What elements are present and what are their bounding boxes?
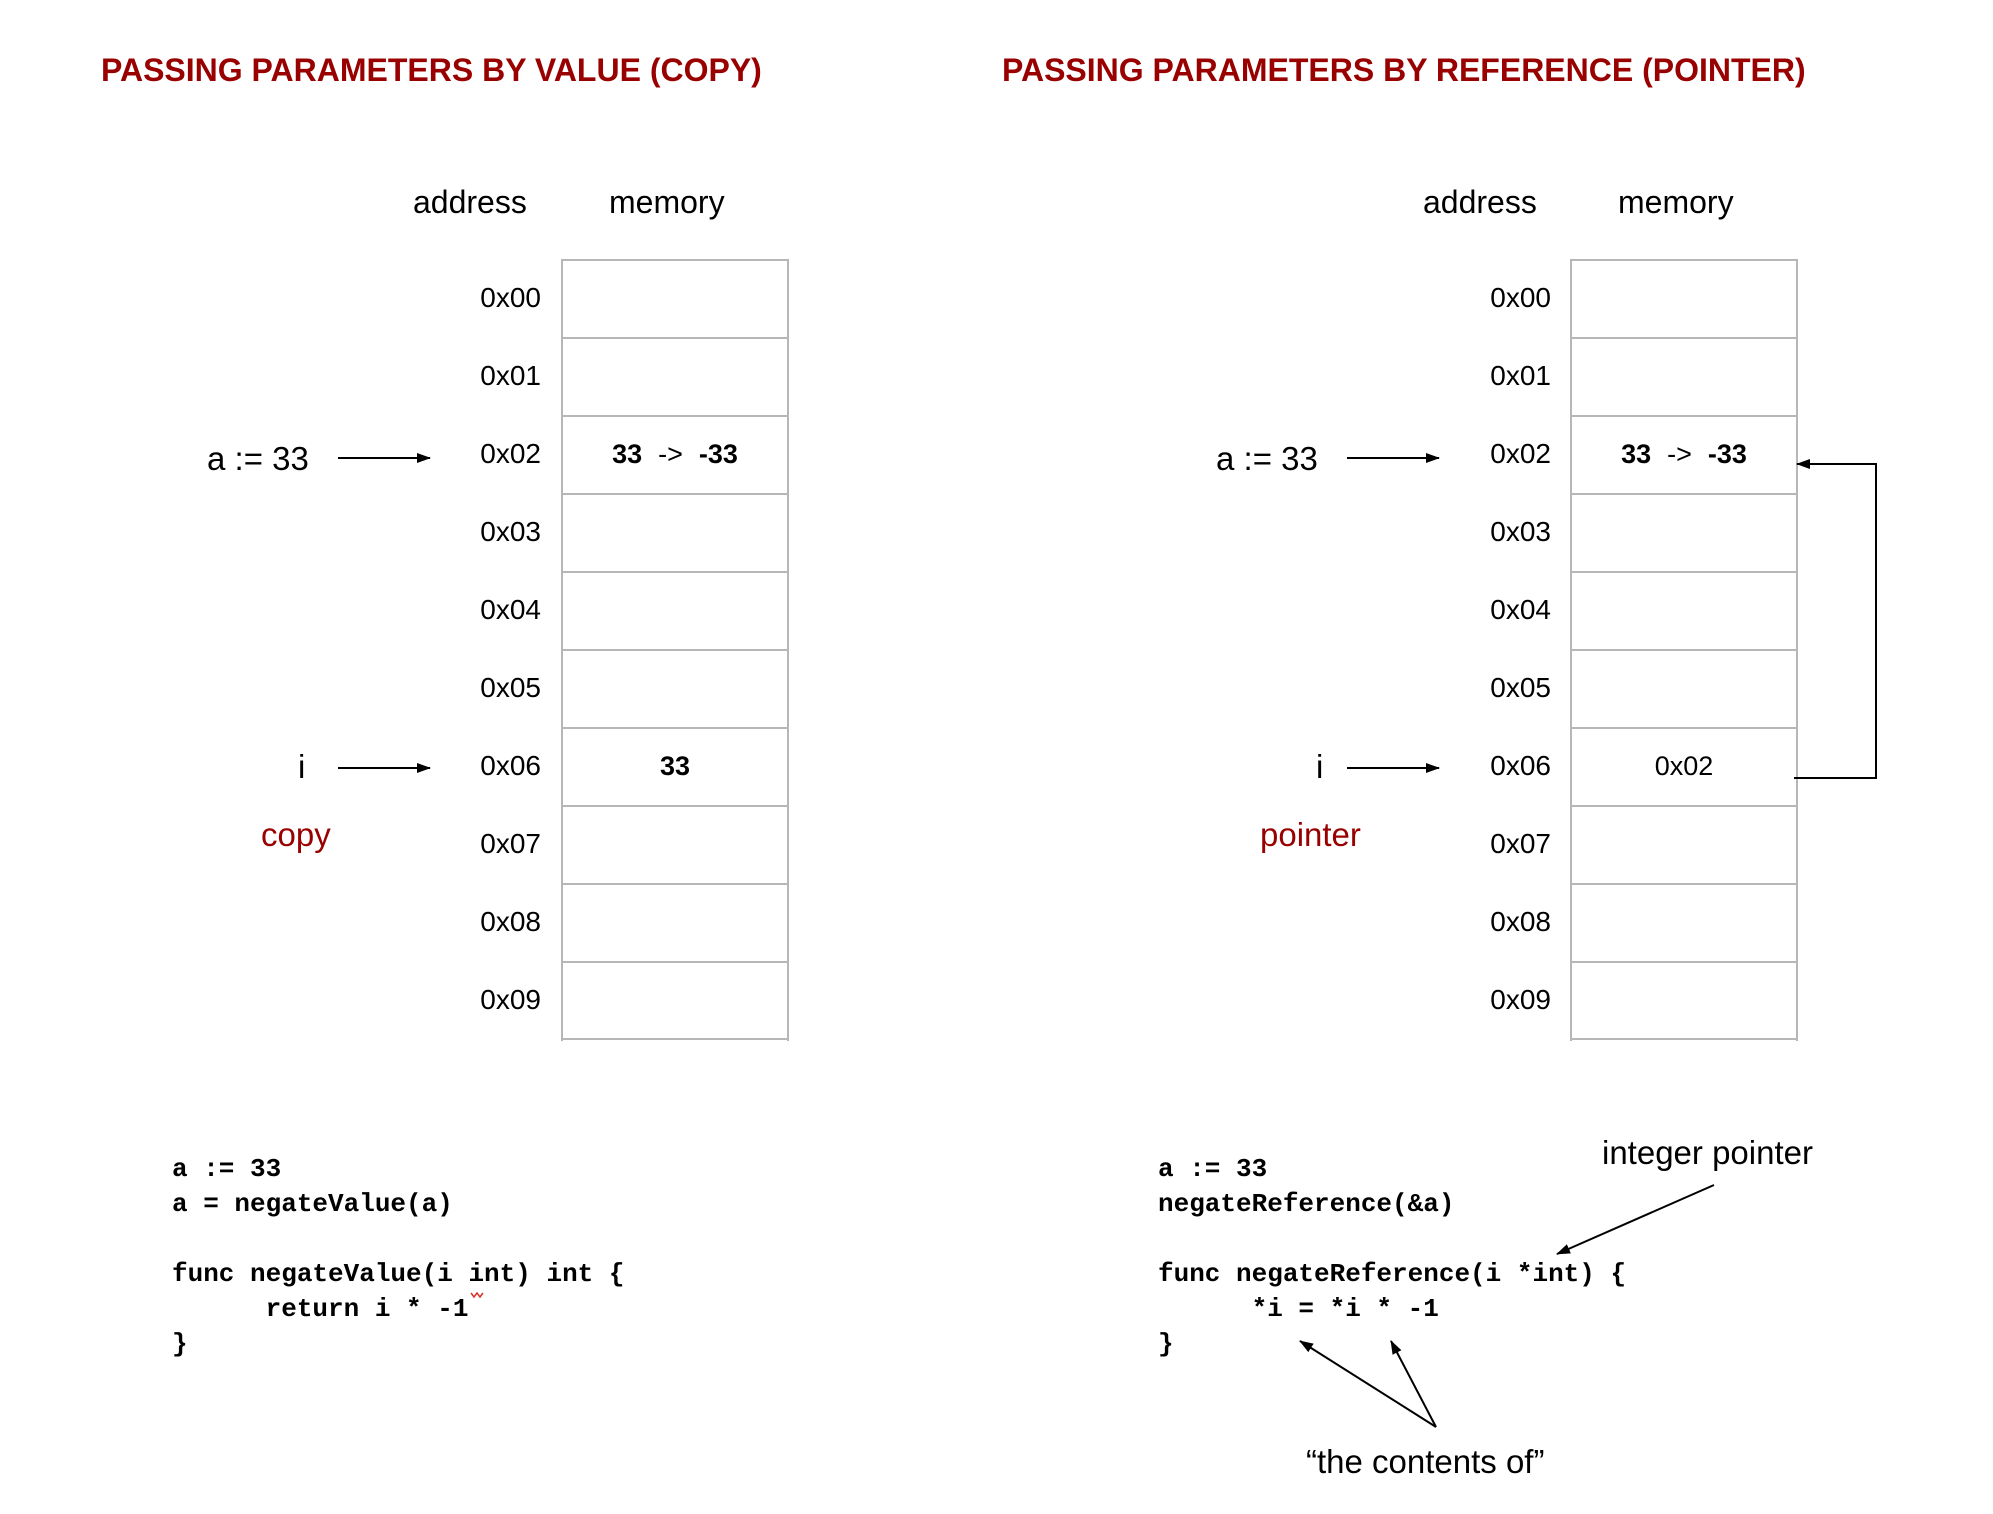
memory-cell — [1572, 649, 1796, 726]
memory-cell — [1572, 571, 1796, 648]
memory-cell — [563, 259, 787, 336]
address-label: 0x00 — [1490, 282, 1551, 313]
contents-of-arrow-2 — [1390, 1340, 1437, 1428]
left-memory-column: 33 -> -33 33 — [561, 259, 789, 1041]
address-label: 0x06 — [480, 750, 541, 781]
memory-cell — [1572, 961, 1796, 1040]
address-label: 0x03 — [1490, 516, 1551, 547]
memory-cell: 33 -> -33 — [563, 415, 787, 492]
left-code-block: a := 33 a = negateValue(a) func negateValu… — [172, 1152, 624, 1362]
address-label: 0x06 — [1490, 750, 1551, 781]
address-label: 0x02 — [480, 438, 541, 469]
code-line: return i * -1 — [172, 1294, 469, 1324]
memory-cell — [563, 805, 787, 882]
address-label: 0x00 — [480, 282, 541, 313]
memory-cell: 33 — [563, 727, 787, 804]
pointer-link-arrow — [1794, 459, 1877, 779]
code-line: func negateReference(i *int) { — [1158, 1259, 1627, 1289]
left-var-i-label: i — [298, 748, 306, 785]
cell-value: 33 — [659, 751, 691, 781]
left-var-a-label: a := 33 — [207, 440, 309, 477]
memory-cell — [563, 883, 787, 960]
code-line: } — [1158, 1329, 1174, 1359]
right-pointer-note: pointer — [1260, 816, 1361, 853]
address-label: 0x01 — [1490, 360, 1551, 391]
spellcheck-squiggle — [470, 1291, 484, 1299]
code-line: } — [172, 1329, 188, 1359]
left-address-header: address — [413, 184, 527, 220]
cell-new-value: -33 — [698, 439, 738, 469]
address-label: 0x07 — [1490, 828, 1551, 859]
address-label: 0x05 — [1490, 672, 1551, 703]
right-code-block: a := 33 negateReference(&a) func negateRef… — [1158, 1152, 1626, 1362]
address-label: 0x01 — [480, 360, 541, 391]
right-var-a-label: a := 33 — [1216, 440, 1318, 477]
left-title: PASSING PARAMETERS BY VALUE (COPY) — [101, 52, 762, 88]
cell-change-arrow: -> — [658, 439, 683, 469]
address-label: 0x05 — [480, 672, 541, 703]
memory-cell — [563, 571, 787, 648]
memory-cell — [563, 649, 787, 726]
code-line: a := 33 — [172, 1154, 282, 1184]
cell-new-value: -33 — [1707, 439, 1747, 469]
address-label: 0x09 — [1490, 984, 1551, 1015]
memory-cell — [1572, 883, 1796, 960]
left-copy-note: copy — [261, 816, 331, 853]
address-label: 0x08 — [1490, 906, 1551, 937]
integer-pointer-arrow — [1556, 1184, 1715, 1255]
right-memory-column: 33 -> -33 0x02 — [1570, 259, 1798, 1041]
code-line: a = negateValue(a) — [172, 1189, 453, 1219]
right-var-i-label: i — [1316, 748, 1324, 785]
cell-value: 0x02 — [1654, 751, 1714, 781]
right-title: PASSING PARAMETERS BY REFERENCE (POINTER… — [1002, 52, 1806, 88]
code-line: negateReference(&a) — [1158, 1189, 1455, 1219]
right-memory-header: memory — [1618, 184, 1734, 220]
address-label: 0x08 — [480, 906, 541, 937]
memory-cell: 0x02 — [1572, 727, 1796, 804]
memory-cell — [563, 493, 787, 570]
contents-of-arrow-1 — [1299, 1340, 1437, 1428]
left-memory-header: memory — [609, 184, 725, 220]
memory-cell — [563, 961, 787, 1040]
cell-change-arrow: -> — [1667, 439, 1692, 469]
code-line: a := 33 — [1158, 1154, 1268, 1184]
memory-cell — [1572, 337, 1796, 414]
right-address-header: address — [1423, 184, 1537, 220]
contents-of-annotation: “the contents of” — [1306, 1443, 1545, 1480]
address-label: 0x04 — [1490, 594, 1551, 625]
cell-old-value: 33 — [612, 439, 643, 469]
cell-old-value: 33 — [1621, 439, 1652, 469]
address-label: 0x03 — [480, 516, 541, 547]
address-label: 0x04 — [480, 594, 541, 625]
memory-cell — [1572, 805, 1796, 882]
integer-pointer-annotation: integer pointer — [1602, 1134, 1813, 1171]
memory-cell — [563, 337, 787, 414]
address-label: 0x02 — [1490, 438, 1551, 469]
code-line: *i = *i * -1 — [1158, 1294, 1439, 1324]
memory-cell — [1572, 493, 1796, 570]
address-label: 0x09 — [480, 984, 541, 1015]
code-line: func negateValue(i int) int { — [172, 1259, 625, 1289]
address-label: 0x07 — [480, 828, 541, 859]
memory-cell — [1572, 259, 1796, 336]
memory-cell: 33 -> -33 — [1572, 415, 1796, 492]
